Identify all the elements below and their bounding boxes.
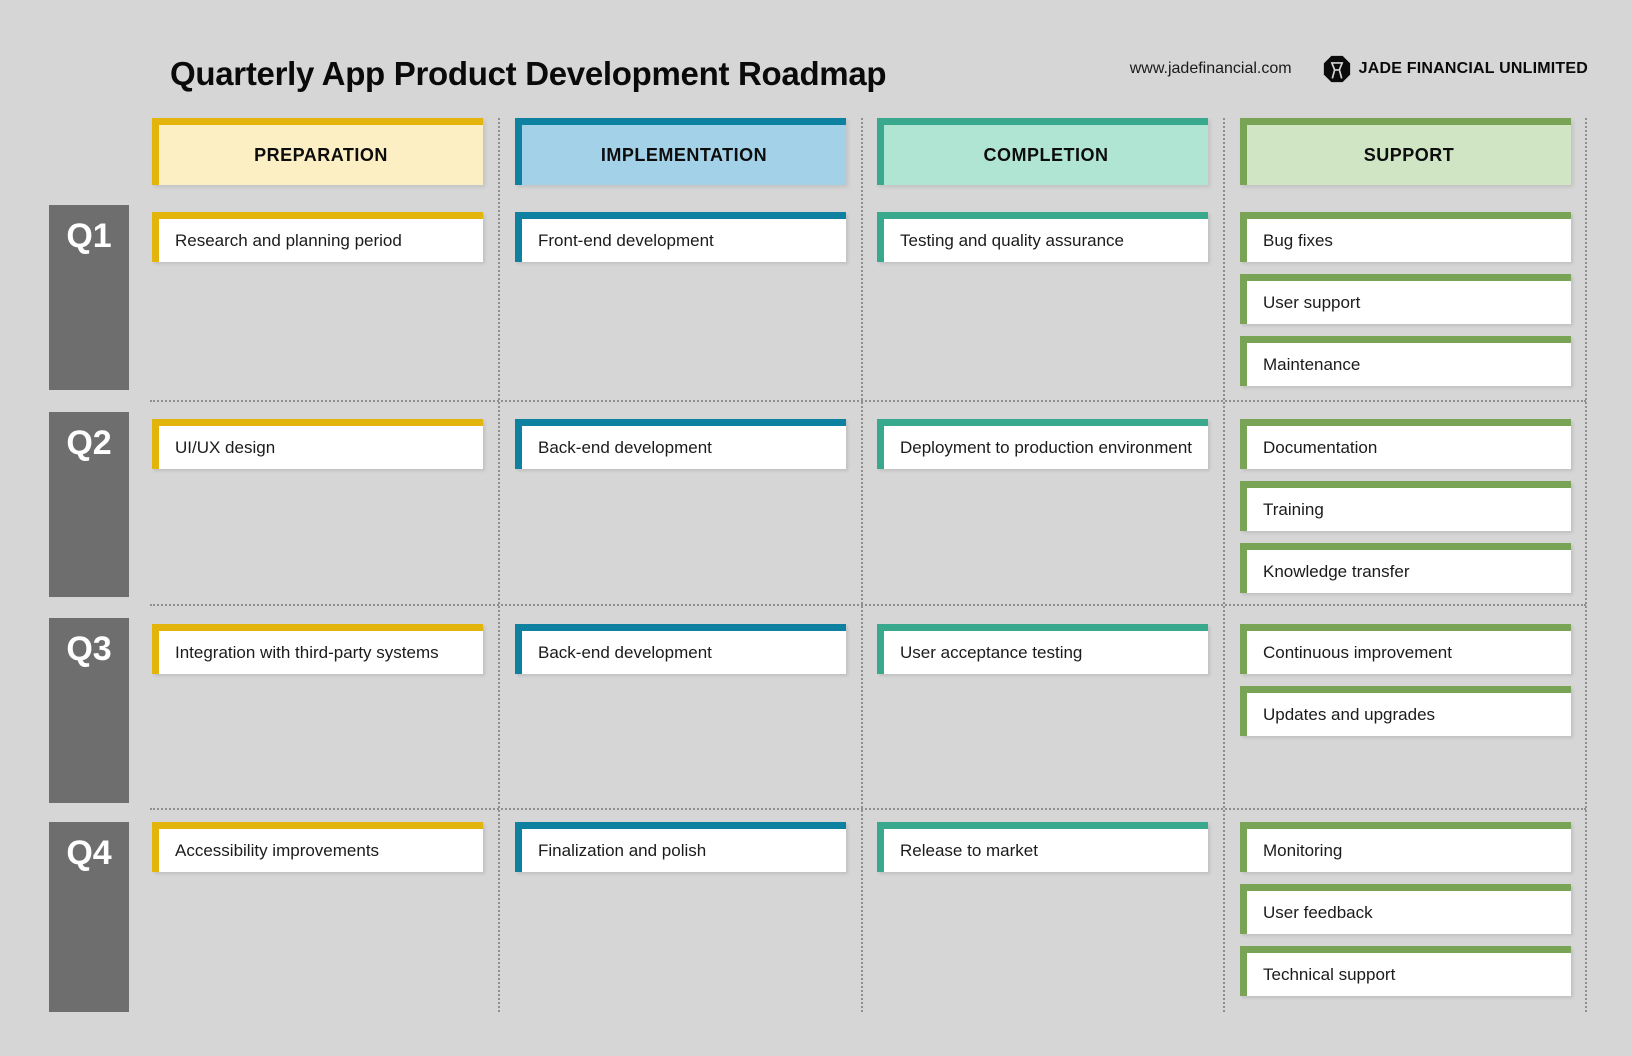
gem-icon bbox=[1322, 54, 1352, 84]
task-card: Integration with third-party systems bbox=[152, 624, 483, 674]
column-divider bbox=[1223, 118, 1225, 1012]
task-card: Deployment to production environment bbox=[877, 419, 1208, 469]
top-bar: www.jadefinancial.com JADE FINANCIAL UNL… bbox=[1130, 52, 1588, 86]
task-label: Back-end development bbox=[538, 642, 712, 662]
task-label: UI/UX design bbox=[175, 437, 276, 457]
task-label: Back-end development bbox=[538, 437, 712, 457]
task-label: Maintenance bbox=[1263, 354, 1361, 374]
column-header-completion: COMPLETION bbox=[877, 118, 1208, 185]
row-divider bbox=[150, 808, 1586, 810]
task-card: Knowledge transfer bbox=[1240, 543, 1571, 593]
task-card: Front-end development bbox=[515, 212, 846, 262]
task-label: User feedback bbox=[1263, 902, 1373, 922]
task-card: Back-end development bbox=[515, 624, 846, 674]
task-label: Documentation bbox=[1263, 437, 1378, 457]
brand-name: JADE FINANCIAL UNLIMITED bbox=[1358, 60, 1588, 77]
task-label: Bug fixes bbox=[1263, 230, 1333, 250]
column-divider bbox=[1585, 118, 1587, 1012]
task-label: Accessibility improvements bbox=[175, 840, 380, 860]
task-label: Monitoring bbox=[1263, 840, 1343, 860]
task-label: Updates and upgrades bbox=[1263, 704, 1436, 724]
task-card: Accessibility improvements bbox=[152, 822, 483, 872]
quarter-label-q2: Q2 bbox=[49, 412, 129, 597]
column-header-implementation: IMPLEMENTATION bbox=[515, 118, 846, 185]
row-divider bbox=[150, 604, 1586, 606]
task-card: User feedback bbox=[1240, 884, 1571, 934]
column-divider bbox=[861, 118, 863, 1012]
task-card: User support bbox=[1240, 274, 1571, 324]
column-header-support: SUPPORT bbox=[1240, 118, 1571, 185]
task-label: Research and planning period bbox=[175, 230, 402, 250]
task-label: Knowledge transfer bbox=[1263, 561, 1410, 581]
task-card: Maintenance bbox=[1240, 336, 1571, 386]
task-card: Continuous improvement bbox=[1240, 624, 1571, 674]
task-card: Finalization and polish bbox=[515, 822, 846, 872]
task-card: Training bbox=[1240, 481, 1571, 531]
task-label: Finalization and polish bbox=[538, 840, 707, 860]
task-card: UI/UX design bbox=[152, 419, 483, 469]
page-title: Quarterly App Product Development Roadma… bbox=[170, 55, 887, 92]
quarter-label-q4: Q4 bbox=[49, 822, 129, 1012]
task-label: Release to market bbox=[900, 840, 1038, 860]
quarter-label-q1: Q1 bbox=[49, 205, 129, 390]
task-card: Testing and quality assurance bbox=[877, 212, 1208, 262]
column-header-preparation: PREPARATION bbox=[152, 118, 483, 185]
task-label: Training bbox=[1263, 499, 1324, 519]
task-card: Documentation bbox=[1240, 419, 1571, 469]
task-label: Deployment to production environment bbox=[900, 437, 1192, 457]
website-url: www.jadefinancial.com bbox=[1129, 60, 1292, 77]
task-card: User acceptance testing bbox=[877, 624, 1208, 674]
task-label: Testing and quality assurance bbox=[900, 230, 1124, 250]
task-card: Technical support bbox=[1240, 946, 1571, 996]
task-card: Bug fixes bbox=[1240, 212, 1571, 262]
task-card: Back-end development bbox=[515, 419, 846, 469]
task-label: Front-end development bbox=[538, 230, 714, 250]
task-card: Updates and upgrades bbox=[1240, 686, 1571, 736]
quarter-label-q3: Q3 bbox=[49, 618, 129, 803]
task-label: User support bbox=[1263, 292, 1361, 312]
row-divider bbox=[150, 400, 1586, 402]
task-label: Integration with third-party systems bbox=[175, 642, 439, 662]
column-divider bbox=[498, 118, 500, 1012]
task-label: Continuous improvement bbox=[1263, 642, 1452, 662]
task-card: Release to market bbox=[877, 822, 1208, 872]
brand-lockup: JADE FINANCIAL UNLIMITED bbox=[1322, 54, 1588, 84]
task-card: Research and planning period bbox=[152, 212, 483, 262]
task-label: Technical support bbox=[1263, 964, 1396, 984]
task-card: Monitoring bbox=[1240, 822, 1571, 872]
task-label: User acceptance testing bbox=[900, 642, 1083, 662]
